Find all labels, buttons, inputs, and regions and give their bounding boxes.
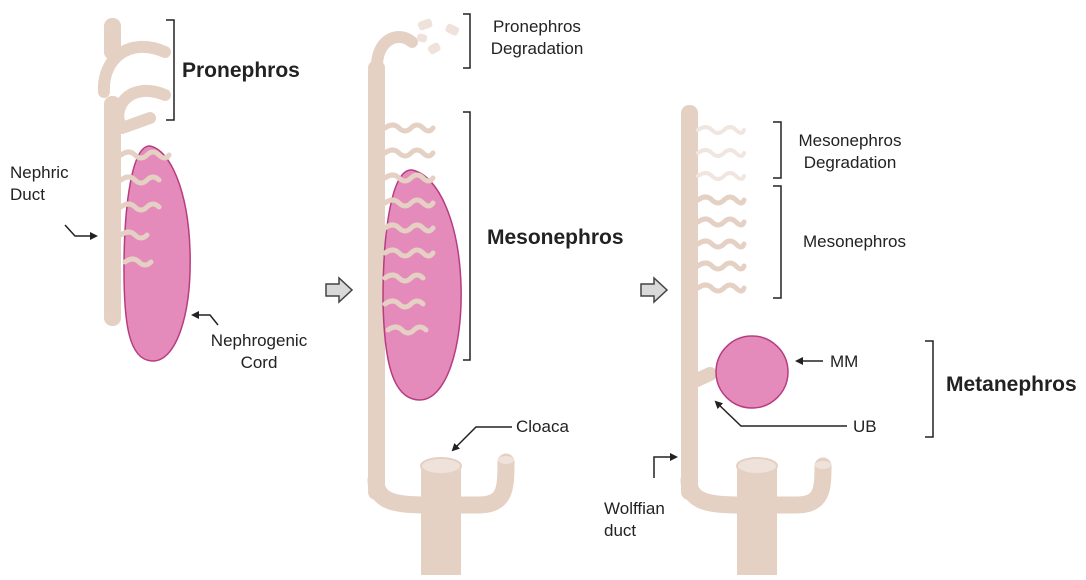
cloaca-trunk-stage3 [737,466,777,575]
cloaca-opening-stage3 [737,458,777,474]
nephric-duct-label-line1: Nephric [10,162,69,184]
mesonephros-bracket [463,112,470,360]
stage3-tubules [698,197,744,291]
mesonephros-label: Mesonephros [803,231,906,253]
nephric-duct-label-line2: Duct [10,184,69,206]
nephrogenic-cord-arrow [193,315,218,325]
mesonephros-degradation-line1: Mesonephros [788,130,912,152]
pronephros-degradation-bracket [463,14,470,68]
nephric-duct [104,96,121,326]
pronephros-degradation-line1: Pronephros [478,16,596,38]
pronephros-degradation-line2: Degradation [478,38,596,60]
stage-pronephros [104,18,190,361]
cloaca-trunk-stage2 [421,466,461,575]
stage-metanephros [681,105,933,575]
cloaca-label: Cloaca [516,416,569,438]
nephric-duct-label: Nephric Duct [10,162,69,206]
cloaca-branch-top [498,456,514,464]
pronephros-degradation-label: Pronephros Degradation [478,16,596,60]
transition-arrow-2 [641,278,667,302]
nephrogenic-cord-label-line1: Nephrogenic [200,330,318,352]
metanephros-label: Metanephros [946,374,1077,396]
wolffian-duct-line1: Wolffian [604,498,665,520]
cloaca-opening [421,458,461,474]
wolffian-duct-tube [681,105,698,500]
mm-label: MM [830,351,858,373]
metanephric-mesenchyme [716,336,788,408]
pronephros-label: Pronephros [182,60,300,82]
mesonephros-degradation-label: Mesonephros Degradation [788,130,912,174]
cloaca-arrow [453,427,512,450]
wolffian-duct-label: Wolffian duct [604,498,665,542]
mesonephros-bold-label: Mesonephros [487,227,624,249]
pronephros-top-cap [104,18,121,60]
ureteric-bud [697,374,710,380]
pronephros-bracket [166,20,174,120]
ub-label: UB [853,416,877,438]
pronephros-tubule-lower [118,91,165,128]
degraded-tubules [698,127,744,179]
degraded-fragments [416,18,460,55]
nephrogenic-cord-label: Nephrogenic Cord [200,330,318,374]
nephrogenic-cord-label-line2: Cord [200,352,318,374]
metanephros-bracket [925,341,933,437]
transition-arrow-1 [326,278,352,302]
duct-stage2 [368,60,385,500]
wolffian-arrow [654,457,676,478]
stage-mesonephros [368,14,514,575]
mesonephros-degradation-bracket [773,122,781,178]
cloaca-branch-top-stage3 [815,461,831,469]
wolffian-duct-line2: duct [604,520,665,542]
ub-arrow [716,402,847,426]
nephric-duct-arrow [65,225,96,236]
mesonephros-bracket-stage3 [773,186,781,298]
mesonephros-degradation-line2: Degradation [788,152,912,174]
